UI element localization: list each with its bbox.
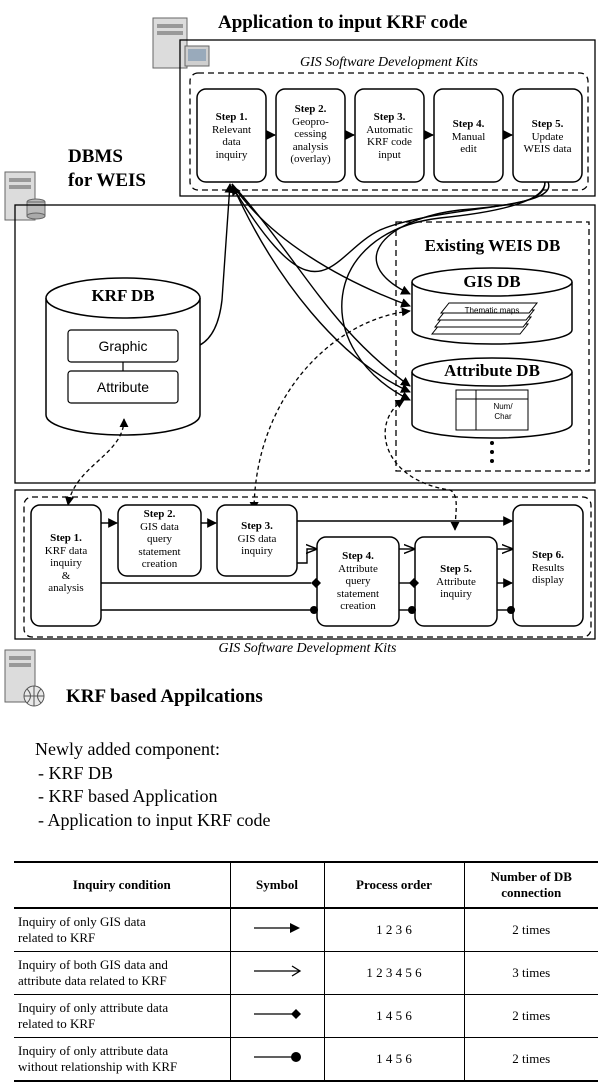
process-order-cell: 1 2 3 4 5 6 [323,951,464,995]
thematic-maps-label: Thematic maps [464,306,520,315]
connections-cell: 3 times [463,951,598,995]
dashed-connection-arrows [64,307,460,531]
krf-db-title: KRF DB [91,286,155,305]
architecture-diagram [4,17,596,707]
newly-added-legend: Newly added component: - KRF DB - KRF ba… [35,738,270,832]
bottom-step-arrows [101,516,512,611]
arrow-open-icon [229,951,324,995]
dbms-title-line1: DBMS [68,146,123,167]
bottom-step-1-box [30,504,102,627]
attribute-db-label: Attribute DB [444,361,540,380]
top-application-box [179,39,596,197]
header-symbol: Symbol [229,861,324,909]
gis-db-label: GIS DB [463,272,521,291]
connections-cell: 2 times [463,994,598,1038]
server-icon-top [152,17,210,69]
arrow-filled-icon [229,908,324,952]
server-icon-dbms [4,171,46,221]
process-order-cell: 1 2 3 6 [323,908,464,952]
dbms-title-line2: for WEIS [68,170,146,191]
legend-item: - KRF DB [38,762,114,783]
existing-weis-title: Existing WEIS DB [424,236,561,255]
legend-item: - Application to input KRF code [38,809,271,830]
top-sdk-box [189,72,589,191]
server-icon-bottom [4,649,45,707]
connections-cell: 2 times [463,1037,598,1082]
circle-end-icon [229,1037,324,1082]
header-inquiry-condition: Inquiry condition [14,861,230,909]
bottom-app-title: KRF based Appilcations [66,686,263,707]
bottom-sdk-box [23,496,592,638]
legend-heading: Newly added component: [35,739,220,759]
bottom-application-box [14,489,596,640]
top-step-boxes [196,88,583,183]
top-app-title: Application to input KRF code [218,12,468,33]
bottom-sdk-label: GIS Software Development Kits [218,641,397,656]
bottom-connector-symbols [310,578,515,614]
inquiry-table: Inquiry condition Symbol Process order N… [14,861,598,1082]
header-db-connection: Number of DB connection [463,861,598,909]
process-order-cell: 1 4 5 6 [323,994,464,1038]
legend-item: - KRF based Application [38,786,218,806]
graphic-label: Graphic [98,338,148,354]
gis-db-cylinder [411,267,573,345]
connections-cell: 2 times [463,908,598,952]
bottom-step-6-box [512,504,584,627]
bottom-step-3-box [216,504,298,577]
diamond-end-icon [229,994,324,1038]
thematic-maps-icon [430,302,539,335]
krf-db-cylinder [45,277,201,436]
bottom-step-boxes [30,504,584,627]
table-header-row: Inquiry condition Symbol Process order N… [14,861,598,909]
num-char-label: Num/Char [493,402,513,421]
bottom-step-2-box [117,504,202,577]
process-order-cell: 1 4 5 6 [323,1037,464,1082]
header-process-order: Process order [323,861,464,909]
top-sdk-label: GIS Software Development Kits [300,55,478,70]
attribute-label: Attribute [96,379,150,395]
